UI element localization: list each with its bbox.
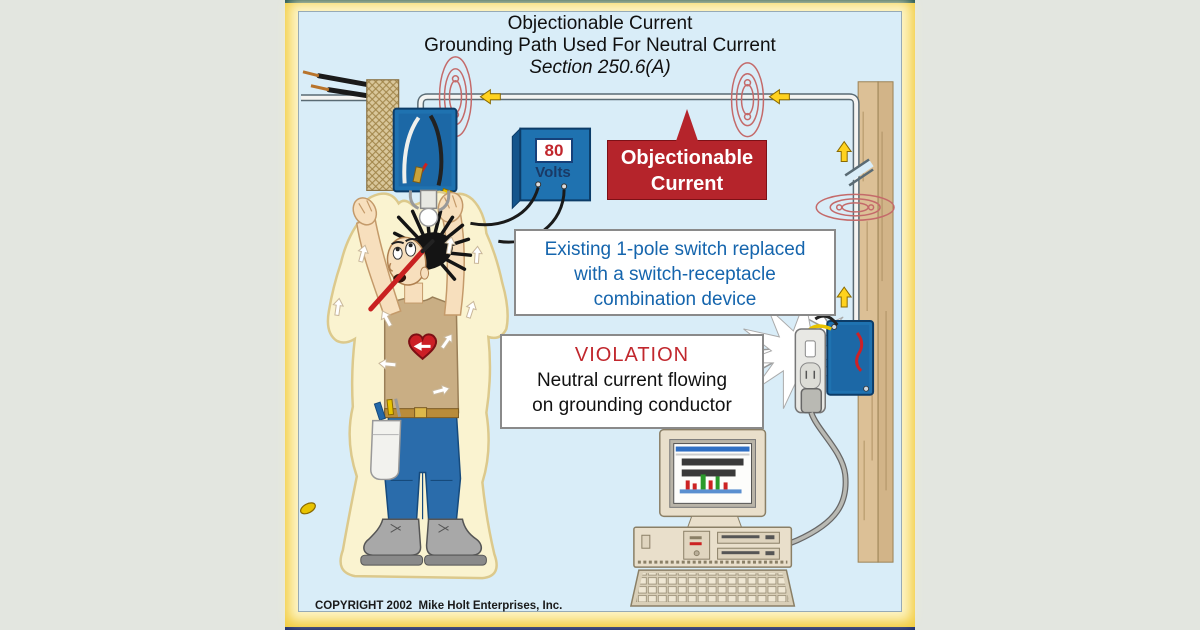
tool-pouch xyxy=(370,398,402,481)
current-arrow-icon xyxy=(836,286,852,308)
banner-pointer xyxy=(676,109,698,141)
voltmeter-reading: 80 xyxy=(535,138,573,163)
light-fixture xyxy=(408,189,451,228)
computer-tower xyxy=(633,526,793,568)
title-line-2: Grounding Path Used For Neutral Current xyxy=(424,35,776,56)
electrician-figure xyxy=(326,189,509,580)
monitor xyxy=(659,428,767,528)
illustration-frame: Objectionable Current Grounding Path Use… xyxy=(285,0,915,630)
objectionable-current-banner: Objectionable Current xyxy=(607,109,767,200)
emf-spiral-icon xyxy=(730,62,765,138)
violation-line-1: Neutral current flowing xyxy=(536,370,728,391)
violation-callout: VIOLATION Neutral current flowing on gro… xyxy=(500,334,764,429)
screen-bar-chart xyxy=(685,474,728,490)
title-line-3: Section 250.6(A) xyxy=(529,57,671,78)
current-arrow-icon xyxy=(479,89,501,105)
diagram-title: Objectionable Current Grounding Path Use… xyxy=(299,13,901,79)
banner-line-2: Current xyxy=(650,173,724,195)
emf-spiral-icon xyxy=(815,193,895,222)
diagram-artwork xyxy=(300,56,895,607)
computer xyxy=(629,428,796,607)
copyright-text: COPYRIGHT 2002 Mike Holt Enterprises, In… xyxy=(315,600,563,612)
plug xyxy=(800,387,823,414)
switch-replacement-callout: Existing 1-pole switch replaced with a s… xyxy=(514,229,836,316)
illustration-canvas: Objectionable Current Grounding Path Use… xyxy=(298,11,902,612)
circuit-wire xyxy=(417,93,874,323)
switch-callout-line-3: combination device xyxy=(593,289,757,310)
switch-callout-line-2: with a switch-receptacle xyxy=(574,264,776,285)
wire-break-icon xyxy=(844,158,874,187)
title-line-1: Objectionable Current xyxy=(507,13,693,34)
test-probe xyxy=(368,239,435,312)
switch-receptacle-device xyxy=(794,314,875,414)
switch-callout-line-1: Existing 1-pole switch replaced xyxy=(544,239,806,260)
screen-titlebar xyxy=(675,446,750,452)
violation-heading: VIOLATION xyxy=(574,344,690,366)
keyboard xyxy=(629,569,796,607)
voltmeter-unit-label: Volts xyxy=(535,164,571,181)
violation-line-2: on grounding conductor xyxy=(532,395,732,416)
heart-icon xyxy=(408,333,438,361)
banner-line-1: Objectionable xyxy=(620,147,754,169)
current-arrow-icon xyxy=(768,89,790,105)
voltmeter xyxy=(470,127,592,244)
current-arrow-icon xyxy=(836,141,852,162)
wire-nut-on-floor xyxy=(300,502,316,515)
